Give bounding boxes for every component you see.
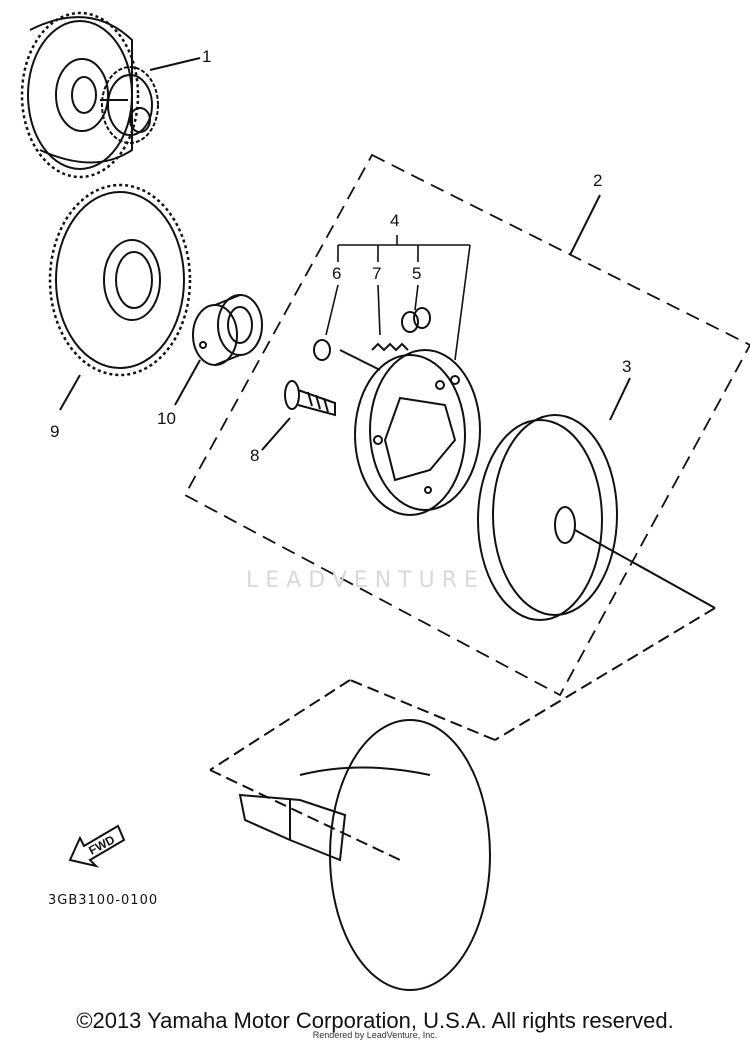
callout-bracket-4: [325, 235, 471, 361]
clutch-body-part-4[interactable]: [354, 349, 481, 516]
watermark-logo: LEADVENTURE: [246, 568, 485, 593]
crankshaft-rotor: [209, 607, 716, 991]
roller-part-6[interactable]: [313, 339, 381, 371]
pinion-gear-part-1[interactable]: [100, 66, 159, 144]
copyright-text: ©2013 Yamaha Motor Corporation, U.S.A. A…: [76, 1008, 674, 1033]
callout-4: 4: [390, 211, 400, 230]
leader-line-3: [609, 377, 631, 421]
callout-3: 3: [622, 357, 632, 376]
spring-part-7[interactable]: [371, 342, 409, 352]
callout-7: 7: [372, 264, 382, 283]
leader-line-9: [59, 374, 81, 411]
callout-1: 1: [202, 47, 212, 66]
callout-5: 5: [412, 264, 422, 283]
part-code: 3GB3100-0100: [48, 893, 159, 908]
rendered-by-text: Rendered by LeadVenture, Inc.: [312, 1030, 438, 1040]
cover-plate-part-3[interactable]: [477, 414, 716, 621]
leader-line-10: [174, 359, 201, 406]
assembly-outline-part-2: [183, 153, 750, 697]
leader-line-8: [261, 417, 291, 451]
gear-large-part-1[interactable]: [20, 11, 140, 179]
screw-part-8[interactable]: [284, 380, 336, 417]
callout-8: 8: [250, 446, 260, 465]
leader-line-2: [569, 194, 601, 256]
callout-9: 9: [50, 422, 60, 441]
callout-2: 2: [593, 171, 603, 190]
bushing-part-10[interactable]: [192, 294, 263, 366]
callout-10: 10: [157, 409, 176, 428]
plunger-part-5[interactable]: [401, 307, 431, 333]
leader-line-1: [149, 57, 201, 71]
gear-part-9[interactable]: [48, 183, 192, 377]
forward-arrow-icon: [68, 824, 126, 868]
callout-6: 6: [332, 264, 342, 283]
